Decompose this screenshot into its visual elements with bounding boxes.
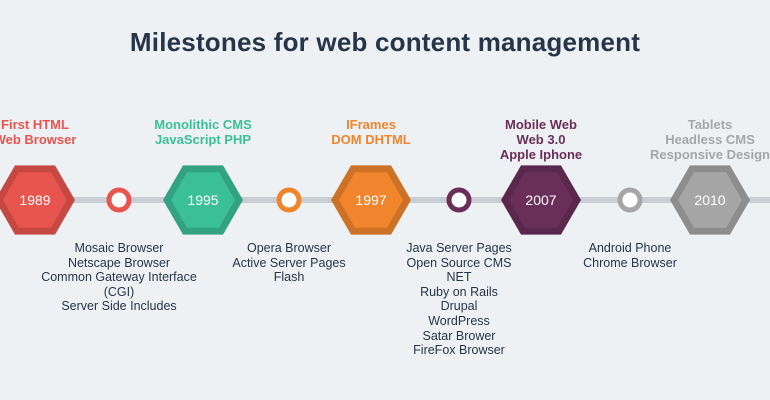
milestone-heading-line: Apple Iphone (499, 147, 583, 162)
milestone-heading-line: Monolithic CMS (154, 117, 252, 132)
milestone-detail-item: Drupal (440, 299, 478, 314)
milestone-detail-item: Flash (273, 270, 305, 285)
year-label: 1997 (355, 192, 386, 208)
milestone-detail-item: Chrome Browser (583, 255, 677, 270)
milestone-detail-item: FireFox Browser (413, 343, 505, 358)
milestone-detail-item: Java Server Pages (406, 241, 512, 255)
connector-ring (617, 187, 643, 213)
milestone-detail-item: (CGI) (103, 284, 135, 299)
milestone-heading-line: Mobile Web (505, 117, 577, 132)
milestone-heading-line: JavaScript PHP (154, 132, 252, 147)
year-hexagon-face (339, 172, 403, 228)
milestone-detail-item: Android Phone (588, 241, 672, 255)
year-label: 1989 (19, 192, 50, 208)
year-hexagon-face (678, 172, 742, 228)
year-hexagon-face (3, 172, 67, 228)
milestone-detail-item: Active Server Pages (232, 255, 346, 270)
milestone-detail-item: Opera Browser (246, 241, 332, 255)
milestone-detail-item: Open Source CMS (406, 255, 512, 270)
milestone-heading-line: Web Browser (0, 132, 77, 147)
connector-ring (446, 187, 472, 213)
milestone-heading-line: Tablets (687, 117, 733, 132)
page-title: Milestones for web content management (129, 27, 641, 57)
milestone-heading-line: Web 3.0 (516, 132, 566, 147)
year-hexagon-face (509, 172, 573, 228)
milestone-detail-item: Satar Brower (422, 328, 496, 343)
milestone-heading-line: Headless CMS (665, 132, 755, 147)
milestone-detail-item: WordPress (428, 313, 490, 328)
milestone-detail-item: NET (446, 270, 472, 285)
milestone-heading-line: Responsive Design (650, 147, 770, 162)
milestone-detail-item: Netscape Browser (67, 255, 171, 270)
connector-ring (106, 187, 132, 213)
milestone-detail-item: Server Side Includes (61, 299, 177, 314)
milestone-heading-line: First HTML (1, 117, 69, 132)
milestone-heading-line: DOM DHTML (331, 132, 411, 147)
year-hexagon-face (171, 172, 235, 228)
milestone-detail-item: Common Gateway Interface (41, 270, 197, 285)
connector-ring (276, 187, 302, 213)
year-label: 1995 (187, 192, 218, 208)
milestone-detail-item: Ruby on Rails (420, 284, 498, 299)
milestone-heading-line: IFrames (346, 117, 396, 132)
year-label: 2010 (694, 192, 725, 208)
milestone-detail-item: Mosaic Browser (74, 241, 164, 255)
year-label: 2007 (525, 192, 556, 208)
